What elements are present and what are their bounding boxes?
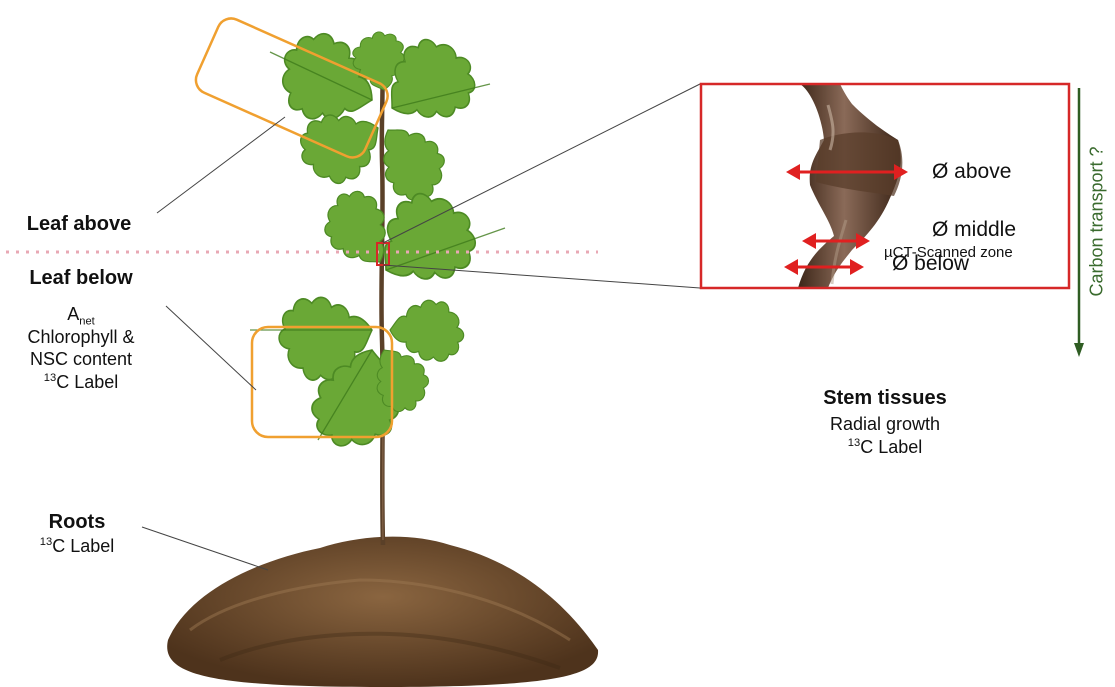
nsc-label: NSC content — [6, 348, 156, 371]
leaf-13c-label: 13C Label — [6, 371, 156, 394]
roots-block: Roots 13C Label — [22, 510, 132, 558]
carbon-transport-label-wrap: Carbon transport ? — [1082, 86, 1112, 356]
diameter-below-label: Ø below — [892, 252, 969, 276]
stem-13c-label: 13C Label — [790, 436, 980, 459]
plant-leaves — [265, 22, 490, 461]
stem-tissues-label: Stem tissues — [790, 386, 980, 411]
diameter-above-label: Ø above — [932, 160, 1011, 184]
roots-13c-label: 13C Label — [22, 535, 132, 558]
soil-mound — [167, 537, 598, 687]
anet-label: Anet — [6, 303, 156, 326]
stem-tissues-block: Stem tissues Radial growth 13C Label — [790, 386, 980, 458]
radial-growth-label: Radial growth — [790, 413, 980, 436]
chlorophyll-label: Chlorophyll & — [6, 326, 156, 349]
carbon-transport-label: Carbon transport ? — [1087, 146, 1108, 296]
diameter-middle-label: Ø middle — [932, 218, 1016, 242]
leaf-below-block: Leaf below Anet Chlorophyll & NSC conten… — [6, 266, 156, 393]
roots-label: Roots — [22, 510, 132, 535]
leaf-below-label: Leaf below — [6, 266, 156, 291]
leaf-above-label: Leaf above — [14, 212, 144, 237]
